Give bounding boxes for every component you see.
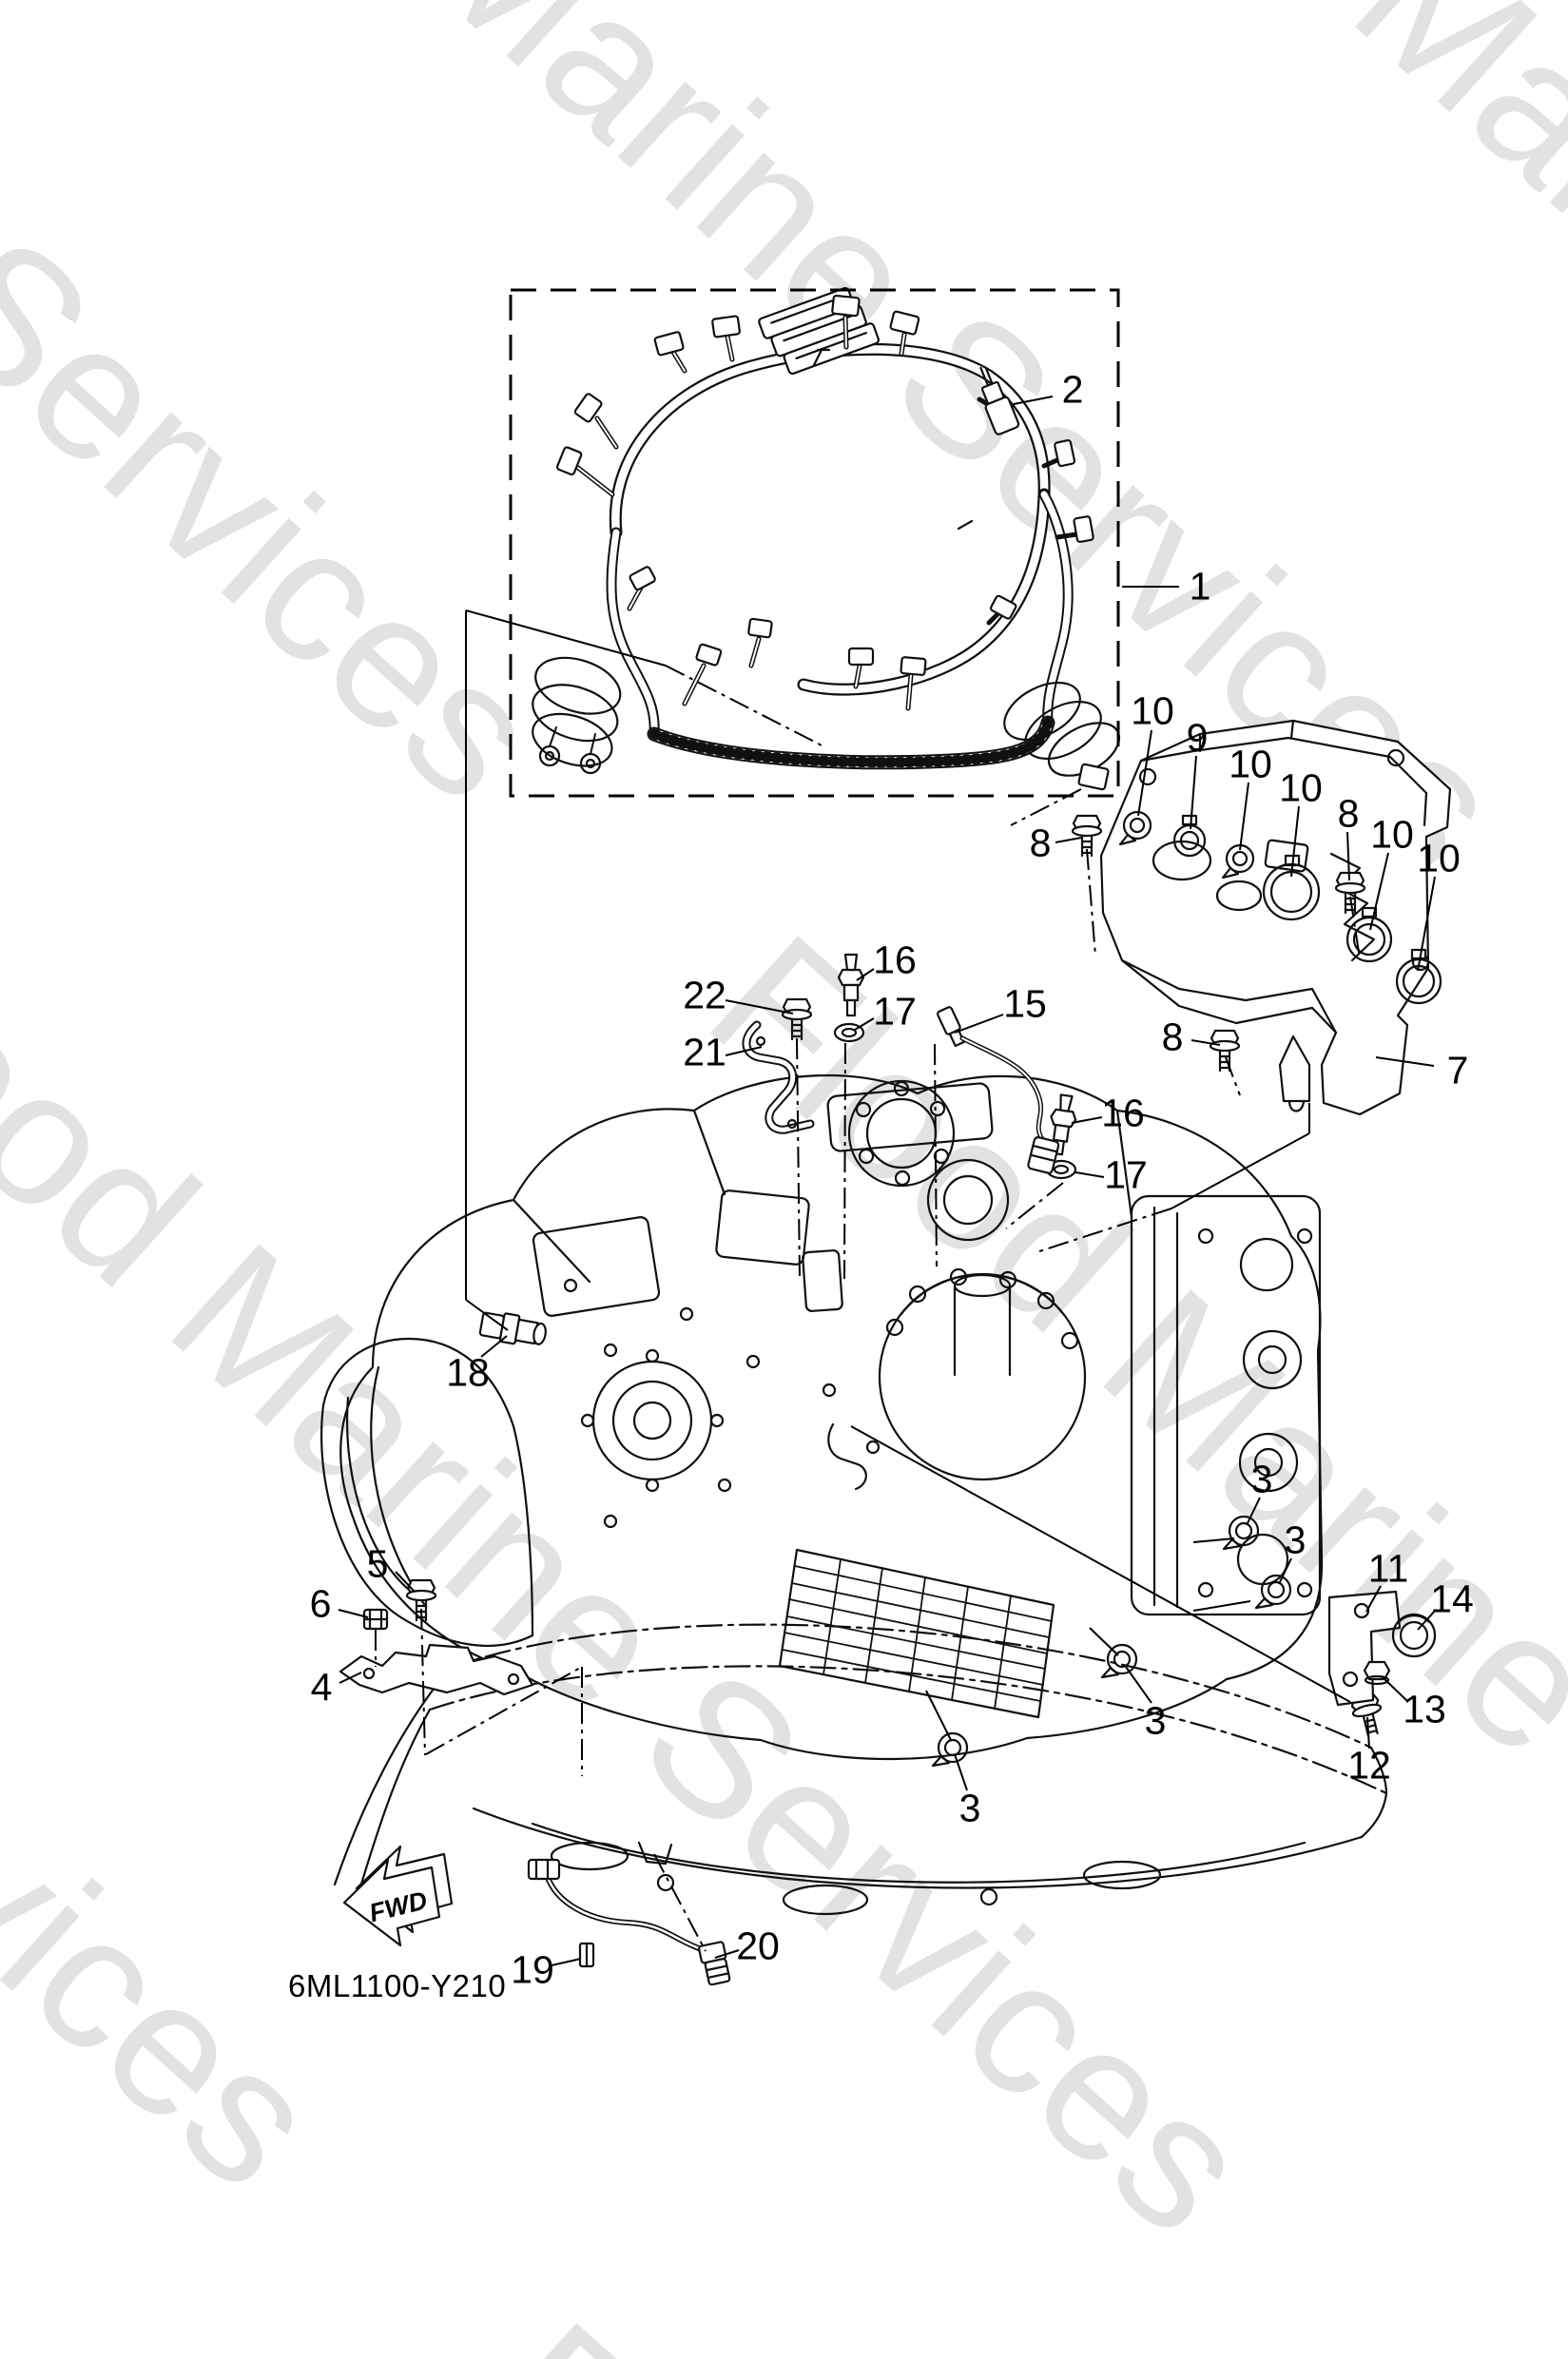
- leader-line: [1190, 755, 1197, 830]
- leader-line: [1192, 1537, 1235, 1543]
- phantom-line: [1225, 1056, 1241, 1096]
- callout-12: 12: [1347, 1743, 1391, 1788]
- leader-line: [1346, 831, 1350, 881]
- callout-4: 4: [310, 1665, 333, 1710]
- callout-3: 3: [1144, 1698, 1167, 1743]
- leader-line: [1239, 782, 1249, 851]
- leader-line: [1246, 1497, 1261, 1526]
- leader-line: [856, 968, 875, 981]
- leader-line: [1417, 876, 1436, 972]
- callout-7: 7: [1446, 1048, 1469, 1092]
- leader-line: [850, 1425, 1351, 1703]
- leader-line: [1171, 1132, 1310, 1209]
- callout-18: 18: [446, 1350, 490, 1395]
- callout-9: 9: [1186, 715, 1209, 760]
- callout-21: 21: [683, 1030, 726, 1074]
- phantom-line: [665, 665, 826, 748]
- leader-line: [1071, 1116, 1103, 1124]
- callout-10: 10: [1131, 688, 1174, 733]
- callout-3: 3: [958, 1786, 981, 1830]
- phantom-line: [1005, 1182, 1064, 1229]
- small-parts: [339, 810, 1442, 1986]
- leader-line: [338, 1609, 369, 1618]
- leader-line: [1191, 1039, 1221, 1046]
- leader-line: [954, 1753, 968, 1791]
- phantom-line: [843, 1042, 846, 1280]
- phantom-line: [1086, 848, 1096, 957]
- callout-10: 10: [1279, 765, 1323, 810]
- leader-line: [339, 1672, 362, 1684]
- callout-3: 3: [1250, 1457, 1273, 1501]
- leader-line: [714, 1949, 740, 1959]
- callout-22: 22: [683, 973, 726, 1017]
- callout-5: 5: [366, 1541, 389, 1586]
- phantom-line: [653, 1853, 707, 1952]
- phantom-line: [1349, 896, 1361, 959]
- callout-17: 17: [873, 989, 917, 1034]
- leader-line: [480, 1335, 508, 1358]
- phantom-line: [420, 1608, 426, 1756]
- callout-10: 10: [1417, 836, 1461, 880]
- callout-8: 8: [1029, 821, 1052, 865]
- callout-16: 16: [1101, 1091, 1145, 1135]
- callout-16: 16: [873, 938, 917, 982]
- callout-15: 15: [1003, 981, 1047, 1026]
- callout-2: 2: [1061, 367, 1084, 412]
- leader-line: [551, 1958, 582, 1966]
- leader-line: [1381, 1675, 1408, 1702]
- callout-10: 10: [1370, 812, 1414, 857]
- leader-line: [395, 1571, 416, 1593]
- leader-line: [1417, 1609, 1437, 1631]
- callout-20: 20: [736, 1924, 780, 1968]
- fwd-arrow: FWD: [342, 1845, 454, 1947]
- leader-line: [1125, 1666, 1152, 1704]
- phantom-line: [934, 1043, 938, 1267]
- leader-line: [925, 1690, 952, 1741]
- leader-line: [1013, 396, 1054, 405]
- leader-line: [954, 1014, 1004, 1034]
- harness-group-box: [509, 288, 1120, 798]
- leader-line: [465, 1299, 509, 1331]
- callout-1: 1: [1189, 564, 1211, 609]
- part-code-label: 6ML1100-Y210: [288, 1968, 507, 2003]
- callout-10: 10: [1229, 742, 1272, 786]
- callout-8: 8: [1337, 791, 1360, 836]
- leader-line: [1074, 1171, 1105, 1178]
- leader-line: [1055, 837, 1082, 843]
- callout-19: 19: [511, 1947, 554, 1992]
- callout-17: 17: [1104, 1152, 1148, 1197]
- phantom-line: [1036, 1208, 1172, 1253]
- callout-14: 14: [1430, 1576, 1474, 1621]
- leader-line: [1278, 1557, 1292, 1585]
- harness-assembly: [532, 286, 1121, 791]
- leader-line: [1089, 1627, 1119, 1656]
- leader-line: [725, 999, 794, 1015]
- callout-6: 6: [309, 1581, 332, 1626]
- callout-11: 11: [1367, 1546, 1409, 1591]
- callout-3: 3: [1284, 1518, 1307, 1562]
- leader-line: [1369, 852, 1389, 931]
- leader-line: [1192, 1600, 1251, 1612]
- part-2-sensor: [979, 366, 1020, 435]
- callout-13: 13: [1403, 1687, 1446, 1731]
- callout-8: 8: [1161, 1015, 1184, 1059]
- leader-line: [1365, 1585, 1382, 1613]
- leader-line: [465, 609, 667, 667]
- leader-line: [1137, 729, 1152, 817]
- leader-line: [854, 1017, 875, 1031]
- phantom-line: [1010, 788, 1082, 826]
- engine-assembly: [320, 1073, 1388, 1916]
- phantom-line: [425, 1666, 583, 1755]
- leader-line: [1366, 1716, 1370, 1750]
- leader-line: [1375, 1056, 1435, 1067]
- leader-line: [725, 1046, 763, 1056]
- phantom-line: [796, 1037, 801, 1280]
- leader-line: [1290, 805, 1300, 878]
